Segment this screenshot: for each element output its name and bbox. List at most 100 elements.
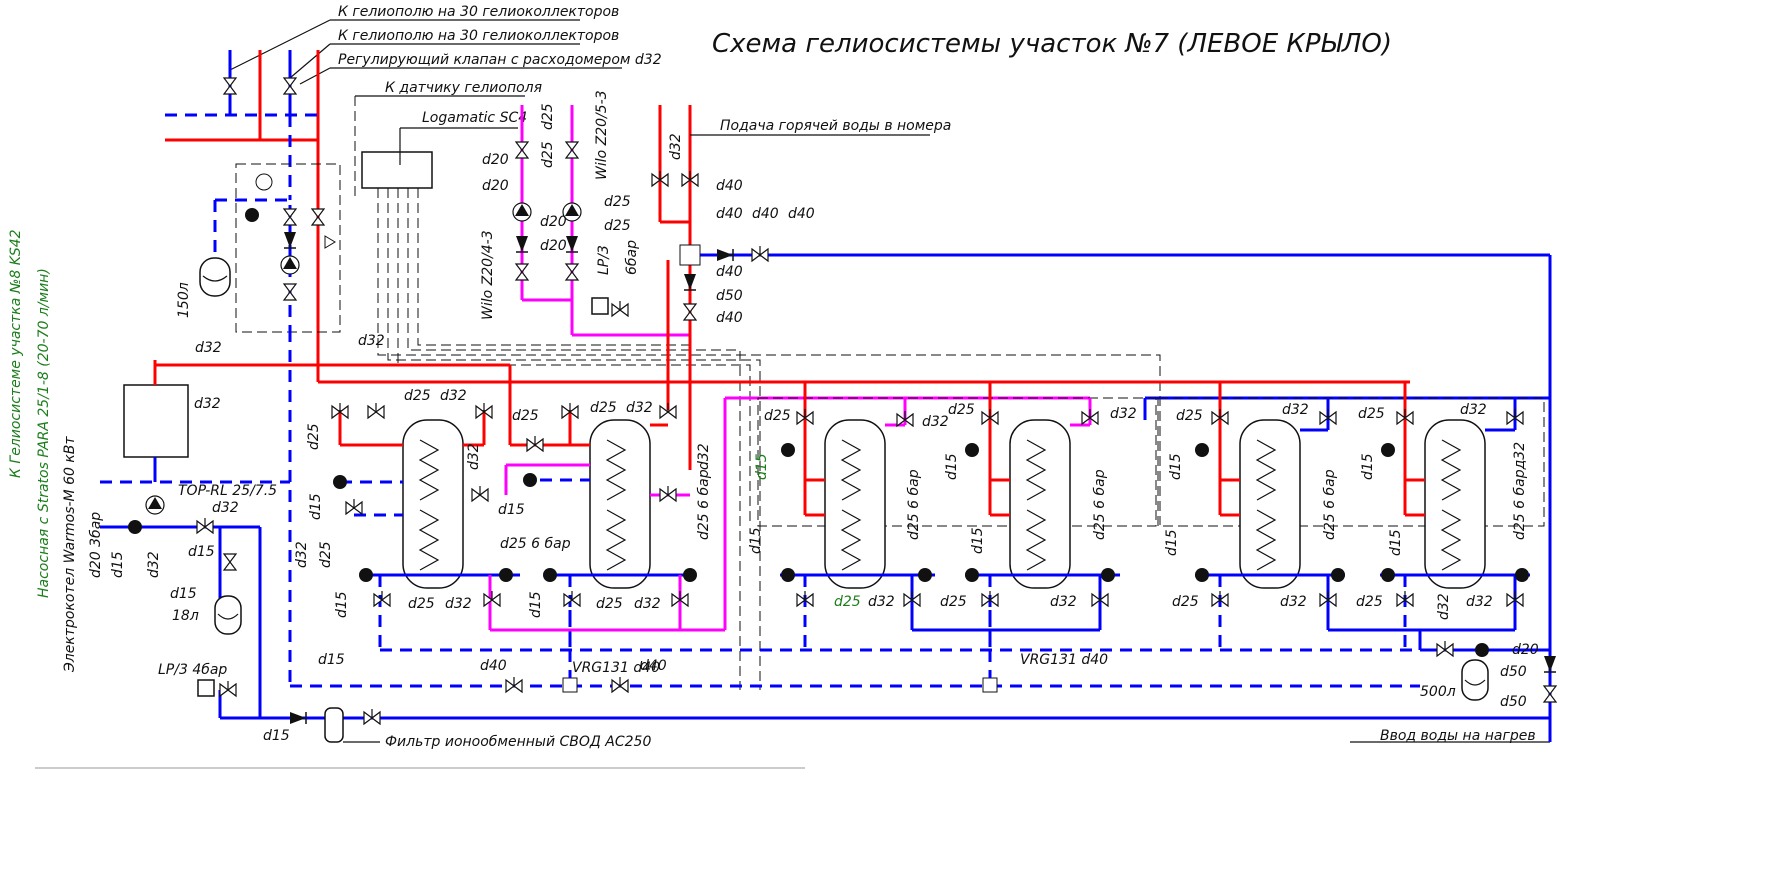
lp3-valve-2[interactable] [219,680,237,697]
svg-text:d25: d25 [764,408,791,424]
svg-text:d40: d40 [640,658,667,674]
svg-text:d40: d40 [716,264,743,280]
svg-text:LP/3 4бар: LP/3 4бар [158,662,227,678]
hw-valve-4[interactable] [683,303,697,321]
boiler-return-line [100,525,262,718]
svg-text:d25: d25 [540,103,556,130]
t1-valve-f[interactable] [483,590,501,607]
station-valve-2[interactable] [283,283,297,301]
lp3-label: LP/3 [596,245,612,275]
boiler-gauge-icon [128,520,142,534]
t6-dot-b-icon [1515,568,1529,582]
pump-valve-3[interactable] [515,263,529,281]
svg-text:d50: d50 [1500,664,1527,680]
svg-text:d25: d25 [604,194,631,210]
svg-text:d32: d32 [1280,594,1307,610]
t1-gauge-icon [333,475,347,489]
svg-text:d25: d25 [540,141,556,168]
svg-text:d32: d32 [626,400,653,416]
pump-valve-4[interactable] [565,263,579,281]
pump-valve-1[interactable] [515,141,529,159]
svg-text:К гелиополю на 30 гелиоколлект: К гелиополю на 30 гелиоколлекторов [338,4,619,20]
storage-tank-3 [780,382,1100,650]
svg-text:d25: d25 [512,408,539,424]
svg-text:VRG131 d40: VRG131 d40 [572,660,660,676]
hw-valve-3[interactable] [751,245,769,262]
svg-text:d40: d40 [716,178,743,194]
mixing-valve[interactable] [679,244,701,266]
svg-text:d15: d15 [1388,529,1404,556]
page-title: Схема гелиосистемы участок №7 (ЛЕВОЕ КРЫ… [712,29,1392,59]
t3-dot-b-icon [918,568,932,582]
svg-text:d32: d32 [868,594,895,610]
svg-text:d25 6 бар: d25 6 бар [1092,469,1108,540]
svg-text:d25: d25 [408,596,435,612]
valve-3bar-label: d20 3бар [88,512,104,578]
tank-500-valve[interactable] [1436,640,1454,657]
svg-text:d15: d15 [970,527,986,554]
field-valve-1[interactable] [223,77,237,95]
t5-dot-b-icon [1331,568,1345,582]
t1-valve-g[interactable] [471,485,489,502]
expansion-tank-500: 500л [1420,659,1489,701]
tank-500-gauge-icon [1475,643,1489,657]
t2-valve-b[interactable] [659,402,677,419]
station-valve-1[interactable] [283,208,297,226]
inlet-valve[interactable] [1543,685,1557,703]
t2-valve-c[interactable] [526,435,544,452]
tank-group-frame-1 [757,397,1157,527]
svg-text:d20: d20 [482,152,509,168]
svg-text:d25 6 бар: d25 6 бар [906,469,922,540]
t4-gauge-icon [965,443,979,457]
svg-text:d25: d25 [306,423,322,450]
boiler-pump-icon [145,495,165,515]
boiler-valve-2[interactable] [223,553,237,571]
svg-text:d20: d20 [1512,642,1539,658]
t2-valve-e[interactable] [563,590,581,607]
field-valve-2[interactable] [283,77,297,95]
main-valve-1[interactable] [363,708,381,725]
pressure-gauge-icon [255,173,273,191]
svg-text:d32: d32 [668,133,684,160]
svg-text:d32: d32 [1466,594,1493,610]
svg-text:d25: d25 [940,594,967,610]
svg-text:d20: d20 [482,178,509,194]
pump-station-frame [235,163,341,333]
svg-text:d15: d15 [110,551,126,578]
svg-text:d25: d25 [1358,406,1385,422]
svg-text:d32: d32 [195,340,222,356]
main-valve-3[interactable] [611,676,629,693]
t1-dot-a-icon [359,568,373,582]
t1-valve-b[interactable] [367,402,385,419]
station-valve-3[interactable] [311,208,325,226]
boiler-pump-label: TOP-RL 25/7.5 [178,483,277,499]
main-valve-2[interactable] [505,676,523,693]
tank-group-frame-2 [1157,397,1545,527]
boiler-valve[interactable] [196,517,214,534]
hot-water-supply-lines: Подача горячей воды в номера [658,105,1552,718]
svg-text:d32: d32 [146,551,162,578]
callout-field-1: К гелиополю на 30 гелиоколлекторов [229,4,619,71]
callout-field-2: К гелиополю на 30 гелиоколлекторов [289,28,619,79]
svg-text:d40: d40 [716,206,743,222]
lp3-valve[interactable] [611,300,629,317]
flow-arrow-icon [324,235,336,249]
dimension-labels: d20 d20 d20 d20 d25 d25 d25 d25 d32 d40 … [110,103,1539,744]
svg-text:d25: d25 [1176,408,1203,424]
lp3-safety: LP/3 4бар [158,662,227,718]
callout-balancing-valve: Регулирующий клапан с расходомером d32 [299,52,662,85]
t2-valve-d[interactable] [659,485,677,502]
t1-valve-e[interactable] [373,590,391,607]
svg-text:d20: d20 [540,214,567,230]
pump-valve-2[interactable] [565,141,579,159]
svg-text:d15: d15 [528,591,544,618]
svg-text:Фильтр ионообменный СВОД АС250: Фильтр ионообменный СВОД АС250 [385,734,651,750]
svg-text:d25: d25 [1356,594,1383,610]
svg-text:d32: d32 [440,388,467,404]
svg-text:150л: 150л [176,282,192,318]
svg-text:d25 6 бар: d25 6 бар [696,469,712,540]
t1-valve-d[interactable] [345,498,363,515]
svg-text:d15: d15 [170,586,197,602]
logamatic-controller: Logamatic SC4 [361,110,527,189]
